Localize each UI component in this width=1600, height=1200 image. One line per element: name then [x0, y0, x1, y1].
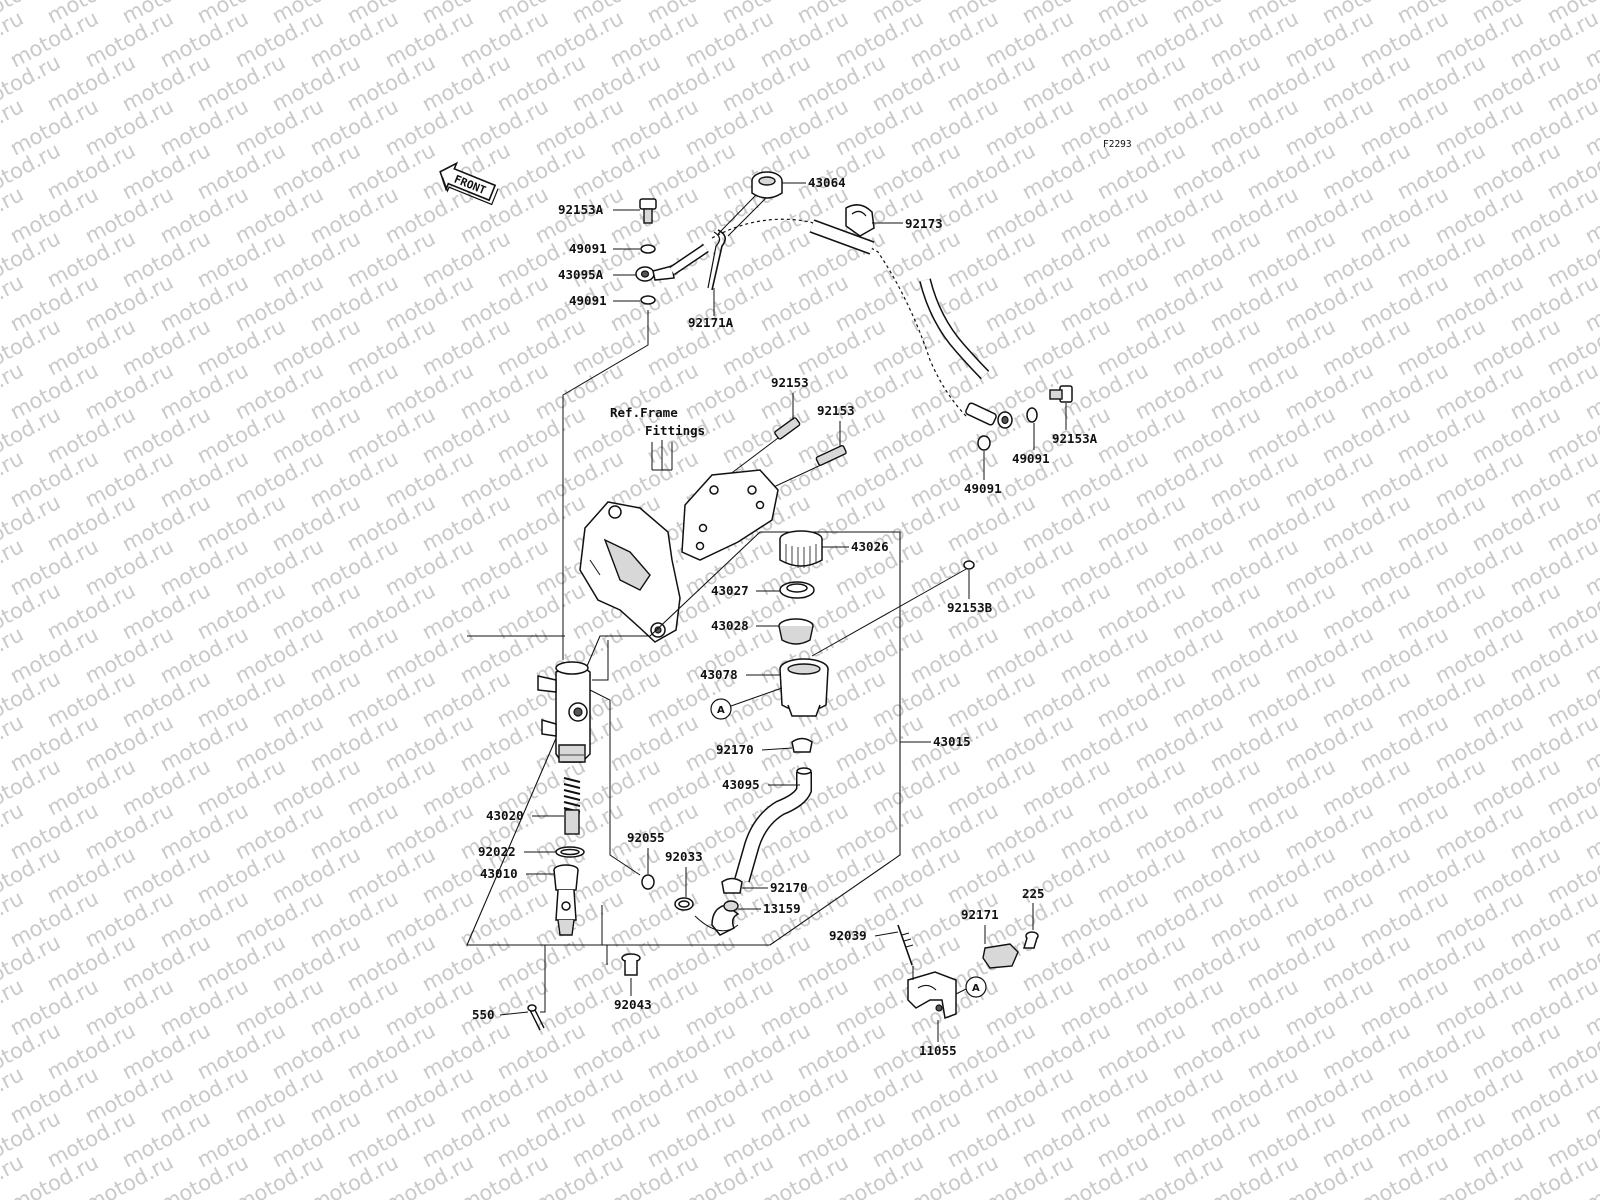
label-225: 225	[1022, 886, 1045, 901]
oring-92055	[641, 874, 655, 890]
label-13159: 13159	[763, 901, 801, 916]
grommet-43064	[751, 171, 783, 199]
label-11055: 11055	[919, 1043, 957, 1058]
label-92022: 92022	[478, 844, 516, 859]
pin-92043	[621, 953, 641, 976]
label-92033: 92033	[665, 849, 703, 864]
washer-49091-2	[640, 295, 656, 305]
label-92171: 92171	[961, 907, 999, 922]
label-49091-4: 49091	[964, 481, 1002, 496]
ref-frame-label: Ref.Frame	[610, 405, 678, 420]
reservoir-43078	[779, 658, 829, 717]
plate-92171	[982, 943, 1019, 969]
circlip-92033	[674, 897, 694, 911]
label-43026: 43026	[851, 539, 889, 554]
label-550: 550	[472, 1007, 495, 1022]
clamp-92170-2	[721, 877, 743, 894]
label-92153b: 92153B	[947, 600, 993, 615]
label-92039: 92039	[829, 928, 867, 943]
marker-a-2-label: A	[972, 983, 980, 994]
ref-fittings-label: Fittings	[645, 423, 705, 438]
label-49091-3: 49091	[1012, 451, 1050, 466]
clamp-92170-1	[791, 737, 813, 753]
label-43028: 43028	[711, 618, 749, 633]
washer-49091-3	[1026, 407, 1038, 423]
label-43095a: 43095A	[558, 267, 604, 282]
circlip-92022	[555, 846, 585, 858]
label-43010: 43010	[480, 866, 518, 881]
label-92153-1: 92153	[771, 375, 809, 390]
label-43064: 43064	[808, 175, 846, 190]
washer-49091-4	[977, 435, 991, 451]
reservoir-cap-43026	[779, 530, 823, 568]
label-92153-2: 92153	[817, 403, 855, 418]
diaphragm-43028	[778, 618, 814, 645]
label-92170-2: 92170	[770, 880, 808, 895]
label-49091-1: 49091	[569, 241, 607, 256]
label-92153a-right: 92153A	[1052, 431, 1098, 446]
label-43027: 43027	[711, 583, 749, 598]
label-43020: 43020	[486, 808, 524, 823]
figure-code: F2293	[1103, 139, 1132, 150]
marker-a-1-label: A	[717, 705, 725, 716]
label-92043: 92043	[614, 997, 652, 1012]
label-92171a: 92171A	[688, 315, 734, 330]
plate-43027	[779, 581, 815, 599]
label-43015: 43015	[933, 734, 971, 749]
label-92055: 92055	[627, 830, 665, 845]
label-43078: 43078	[700, 667, 738, 682]
label-43095: 43095	[722, 777, 760, 792]
label-49091-2: 49091	[569, 293, 607, 308]
label-92170-1: 92170	[716, 742, 754, 757]
label-92173: 92173	[905, 216, 943, 231]
label-92153a-top: 92153A	[558, 202, 604, 217]
washer-49091-1	[640, 244, 656, 254]
